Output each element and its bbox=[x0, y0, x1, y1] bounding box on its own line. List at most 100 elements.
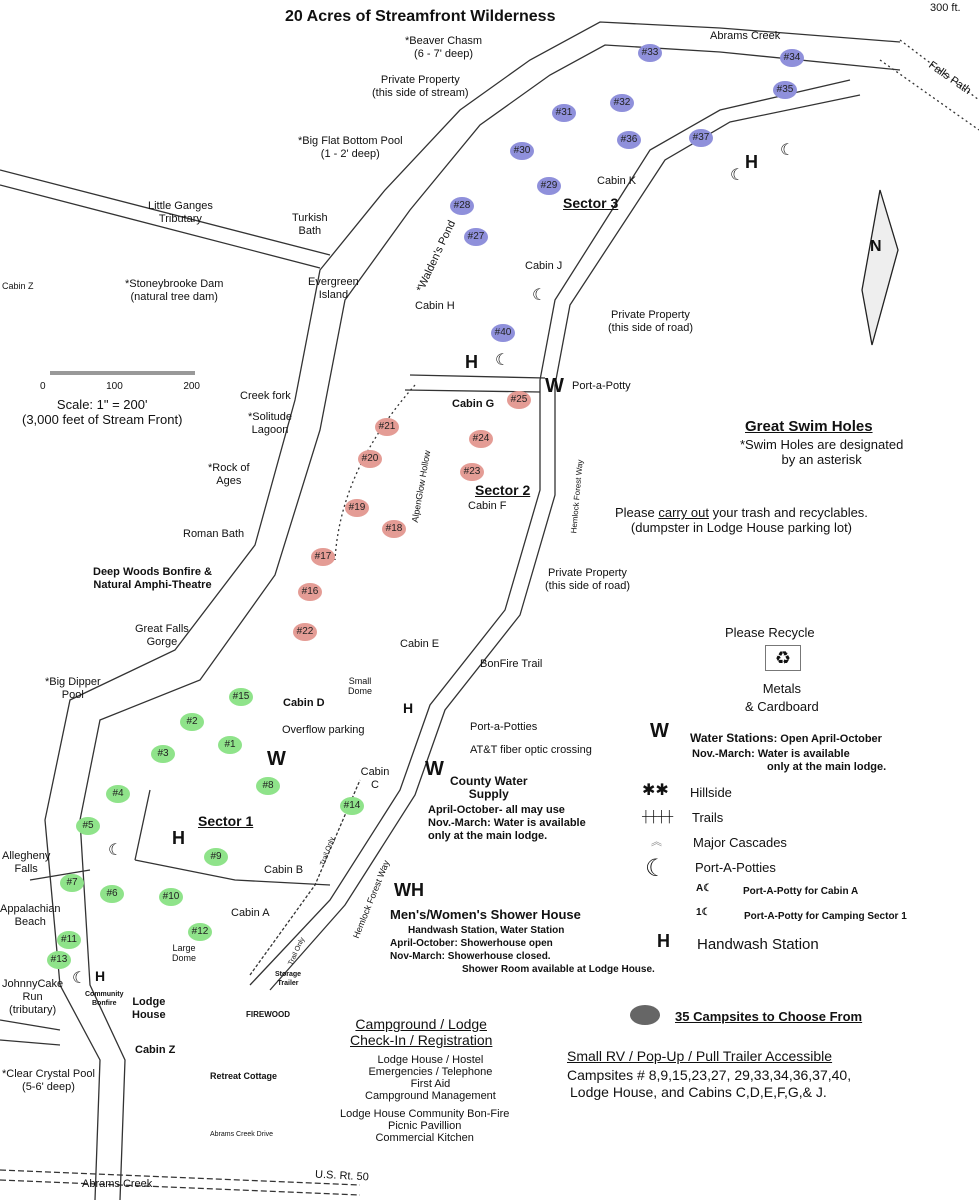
legend-potties: Port-A-Potties bbox=[695, 860, 776, 875]
campsite-2[interactable]: #2 bbox=[180, 713, 204, 731]
label-deep-woods: Deep Woods Bonfire &Natural Amphi-Theatr… bbox=[93, 566, 212, 591]
cabin-a[interactable]: Cabin A bbox=[231, 907, 270, 919]
recycle-icon: ♻ bbox=[765, 645, 801, 671]
label-bonfire-trail: BonFire Trail bbox=[480, 658, 543, 670]
sector-1-title: Sector 1 bbox=[198, 813, 254, 829]
label-retreat: Retreat Cottage bbox=[210, 1071, 278, 1081]
cabin-k[interactable]: Cabin K bbox=[597, 175, 637, 187]
campsite-22[interactable]: #22 bbox=[293, 623, 317, 641]
water-marker: W bbox=[425, 758, 444, 780]
sector-2-title: Sector 2 bbox=[475, 482, 531, 498]
left-branch bbox=[0, 169, 331, 1046]
campsite-9[interactable]: #9 bbox=[204, 848, 228, 866]
campsite-19[interactable]: #19 bbox=[345, 499, 369, 517]
legend-trails: Trails bbox=[692, 810, 724, 825]
campsite-27[interactable]: #27 bbox=[464, 228, 488, 246]
creek-left-bank bbox=[44, 21, 901, 1200]
north-arrow bbox=[861, 189, 899, 346]
handwash-marker: H bbox=[172, 828, 185, 848]
cabin-e[interactable]: Cabin E bbox=[400, 638, 440, 650]
campsite-16[interactable]: #16 bbox=[298, 583, 322, 601]
legend-potty-1: Port-A-Potty for Camping Sector 1 bbox=[744, 911, 907, 922]
cabin-j[interactable]: Cabin J bbox=[525, 260, 563, 272]
campsite-12[interactable]: #12 bbox=[188, 923, 212, 941]
label-creek-fork: Creek fork bbox=[240, 390, 291, 402]
campsite-25[interactable]: #25 bbox=[507, 391, 531, 409]
legend-hillside-icon: ✱✱ bbox=[642, 782, 669, 799]
campsite-18[interactable]: #18 bbox=[382, 520, 406, 538]
label-roman-bath: Roman Bath bbox=[183, 528, 245, 540]
campsite-11[interactable]: #11 bbox=[57, 931, 81, 949]
cabin-f[interactable]: Cabin F bbox=[468, 500, 507, 512]
legend-water-symbol: W bbox=[650, 720, 669, 742]
campsite-31[interactable]: #31 bbox=[552, 104, 576, 122]
label-abrams-drive: Abrams Creek Drive bbox=[210, 1131, 274, 1138]
water-marker: W bbox=[545, 375, 564, 397]
campsite-29[interactable]: #29 bbox=[537, 177, 561, 195]
rv-sites: Campsites # 8,9,15,23,27, 29,33,34,36,37… bbox=[567, 1067, 852, 1100]
legend-potty-1-symbol: 1☾ bbox=[696, 907, 711, 918]
campsite-32[interactable]: #32 bbox=[610, 94, 634, 112]
campsite-30[interactable]: #30 bbox=[510, 142, 534, 160]
cabin-d[interactable]: Cabin D bbox=[283, 697, 325, 709]
campsite-37[interactable]: #37 bbox=[689, 129, 713, 147]
campsite-20[interactable]: #20 bbox=[358, 450, 382, 468]
campsite-36[interactable]: #36 bbox=[617, 131, 641, 149]
campsite-28[interactable]: #28 bbox=[450, 197, 474, 215]
label-abrams-creek-bottom: Abrams Creek bbox=[82, 1178, 153, 1190]
campsite-21[interactable]: #21 bbox=[375, 418, 399, 436]
campsite-13[interactable]: #13 bbox=[47, 951, 71, 969]
recycle-title: Please Recycle bbox=[725, 625, 815, 640]
cabin-g[interactable]: Cabin G bbox=[452, 398, 495, 410]
creek-right-bank bbox=[79, 44, 901, 1200]
cabin-b[interactable]: Cabin B bbox=[264, 864, 304, 876]
campsite-8[interactable]: #8 bbox=[256, 777, 280, 795]
campsite-5[interactable]: #5 bbox=[76, 817, 100, 835]
legend-potty-a: Port-A-Potty for Cabin A bbox=[743, 886, 859, 897]
falls-path bbox=[879, 39, 979, 131]
label-port-a-potties: Port-a-Potties bbox=[470, 721, 538, 733]
campsite-4[interactable]: #4 bbox=[106, 785, 130, 803]
cabin-h[interactable]: Cabin H bbox=[415, 300, 455, 312]
legend-potty-icon: ☾ bbox=[645, 855, 667, 882]
rv-title: Small RV / Pop-Up / Pull Trailer Accessi… bbox=[567, 1048, 833, 1064]
scale-text: Scale: 1" = 200'(3,000 feet of Stream Fr… bbox=[22, 397, 183, 427]
scale-top: 300 ft. bbox=[930, 2, 961, 14]
campsite-14[interactable]: #14 bbox=[340, 797, 364, 815]
campsite-35[interactable]: #35 bbox=[773, 81, 797, 99]
shower-symbol: WH bbox=[394, 880, 424, 900]
trash-note: Please carry out your trash and recyclab… bbox=[615, 505, 868, 535]
campsite-40[interactable]: #40 bbox=[491, 324, 515, 342]
label-abrams-creek-top: Abrams Creek bbox=[710, 30, 781, 42]
label-big-flat-pool: *Big Flat Bottom Pool(1 - 2' deep) bbox=[298, 135, 403, 160]
campsite-23[interactable]: #23 bbox=[460, 463, 484, 481]
campsite-6[interactable]: #6 bbox=[100, 885, 124, 903]
label-cabin-z: Cabin Z bbox=[135, 1044, 176, 1056]
campsite-10[interactable]: #10 bbox=[159, 888, 183, 906]
campsite-17[interactable]: #17 bbox=[311, 548, 335, 566]
handwash-marker: H bbox=[745, 152, 758, 172]
campsite-3[interactable]: #3 bbox=[151, 745, 175, 763]
cabin-c[interactable]: Cabin C bbox=[360, 766, 390, 791]
legend-trails-icon: ┼┼┼┼ bbox=[642, 811, 674, 823]
campsite-24[interactable]: #24 bbox=[469, 430, 493, 448]
rt50-road bbox=[0, 1169, 361, 1196]
campsite-15[interactable]: #15 bbox=[229, 688, 253, 706]
handwash-marker: H bbox=[95, 968, 106, 984]
campsite-7[interactable]: #7 bbox=[60, 874, 84, 892]
label-private-stream: Private Property(this side of stream) bbox=[372, 74, 469, 99]
campsite-33[interactable]: #33 bbox=[638, 44, 662, 62]
campsite-34[interactable]: #34 bbox=[780, 49, 804, 67]
campsite-1[interactable]: #1 bbox=[218, 736, 242, 754]
